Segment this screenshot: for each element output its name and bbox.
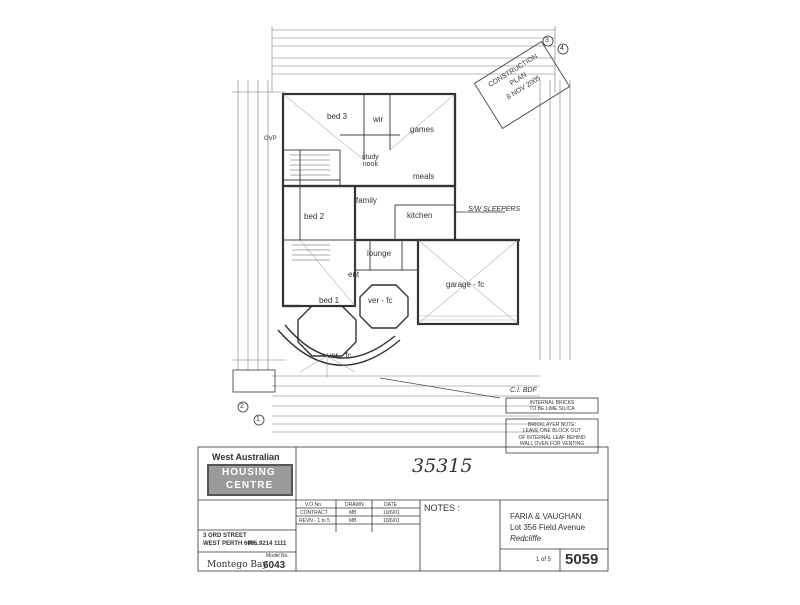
grid-markers bbox=[237, 35, 569, 426]
annotation-sw-sleepers: S/W SLEEPERS bbox=[468, 206, 521, 213]
annotation-ovp: OVP bbox=[264, 136, 277, 142]
table-header-date: DATE bbox=[384, 502, 397, 508]
dimension-lines-right bbox=[539, 80, 571, 360]
title-block-grid bbox=[197, 446, 609, 572]
room-label-bed2: bed 2 bbox=[304, 212, 325, 221]
phone-number: Ph. 9214 1111 bbox=[248, 541, 287, 547]
ceiling-lines bbox=[282, 93, 519, 325]
room-label-meals: meals bbox=[413, 172, 435, 181]
client-name: FARIA & VAUGHAN bbox=[510, 512, 582, 521]
room-label-lounge: lounge bbox=[367, 249, 392, 258]
table-header-drawn: DRAWN bbox=[345, 502, 364, 508]
model-number: 6043 bbox=[263, 560, 286, 571]
table-cell-contract-drawn: MB bbox=[349, 510, 357, 516]
room-label-garage: garage - fc bbox=[446, 280, 485, 289]
bdf-line bbox=[379, 377, 501, 399]
model-name: Montego Bay bbox=[207, 560, 268, 570]
address-line1: 3 ORD STREET bbox=[203, 533, 247, 539]
table-cell-contract: CONTRACT bbox=[300, 510, 328, 516]
logo-text-top: HOUSING bbox=[222, 467, 276, 478]
grid-marker-4: 4 bbox=[560, 45, 564, 52]
room-label-bed1: bed 1 bbox=[319, 296, 340, 305]
internal-bricks-box bbox=[505, 397, 599, 414]
room-label-ver-fc-right: ver - fc bbox=[368, 296, 393, 305]
room-label-kitchen: kitchen bbox=[407, 211, 433, 220]
room-label-study-nook: study nook bbox=[362, 154, 379, 168]
suburb: Redcliffe bbox=[510, 534, 542, 543]
notes-label: NOTES : bbox=[424, 503, 461, 513]
table-cell-contract-date: 10/6/01 bbox=[383, 510, 400, 516]
logo-inner bbox=[209, 466, 291, 494]
room-label-family: family bbox=[356, 196, 377, 205]
room-label-bed3: bed 3 bbox=[327, 112, 348, 121]
note-bricklayer: BRICKLAYER NOTE: LEAVE ONE BLOCK OUT OF … bbox=[518, 422, 586, 447]
table-header-vo: V.O No. bbox=[305, 502, 323, 508]
handwritten-job-number: 35315 bbox=[412, 455, 473, 477]
small-note-box bbox=[232, 369, 276, 393]
sheet-number: 1 of 5 bbox=[536, 557, 552, 563]
grid-marker-3: 3 bbox=[545, 37, 549, 44]
annotation-ci-bdf: C.I. BDF bbox=[510, 387, 537, 394]
table-cell-revision: REVN - 1 to 5 bbox=[299, 518, 330, 524]
model-label: Model No. bbox=[266, 553, 289, 559]
room-label-ver-fc-bottom: ver - fc bbox=[327, 351, 352, 360]
verandah-radials bbox=[299, 355, 356, 378]
grid-marker-1: 1 bbox=[256, 416, 260, 423]
internal-walls bbox=[283, 94, 455, 306]
room-label-ent: ent bbox=[348, 270, 360, 279]
company-name: West Australian bbox=[212, 452, 280, 462]
room-label-games: games bbox=[410, 125, 435, 134]
job-number: 5059 bbox=[565, 551, 599, 568]
dimension-lines-bottom bbox=[272, 375, 540, 433]
bricklayer-note-box bbox=[505, 418, 599, 454]
note-internal-bricks: INTERNAL BRICKS TO BE LIME SILICA bbox=[529, 400, 575, 413]
garage-hatch bbox=[420, 315, 516, 321]
logo-text-bottom: CENTRE bbox=[226, 480, 274, 491]
room-label-wir: wir bbox=[373, 115, 384, 124]
table-cell-revision-drawn: MB bbox=[349, 518, 357, 524]
dimension-lines-left bbox=[232, 80, 285, 370]
grid-marker-2: 2 bbox=[240, 403, 244, 410]
table-cell-revision-date: 10/6/01 bbox=[383, 518, 400, 524]
lot-address: Lot 356 Field Avenue bbox=[510, 523, 586, 532]
dimension-lines-top bbox=[271, 26, 556, 92]
bay-window bbox=[277, 284, 409, 366]
stairs-hatch bbox=[290, 154, 330, 261]
address-line2: WEST PERTH 6005. bbox=[203, 541, 260, 547]
